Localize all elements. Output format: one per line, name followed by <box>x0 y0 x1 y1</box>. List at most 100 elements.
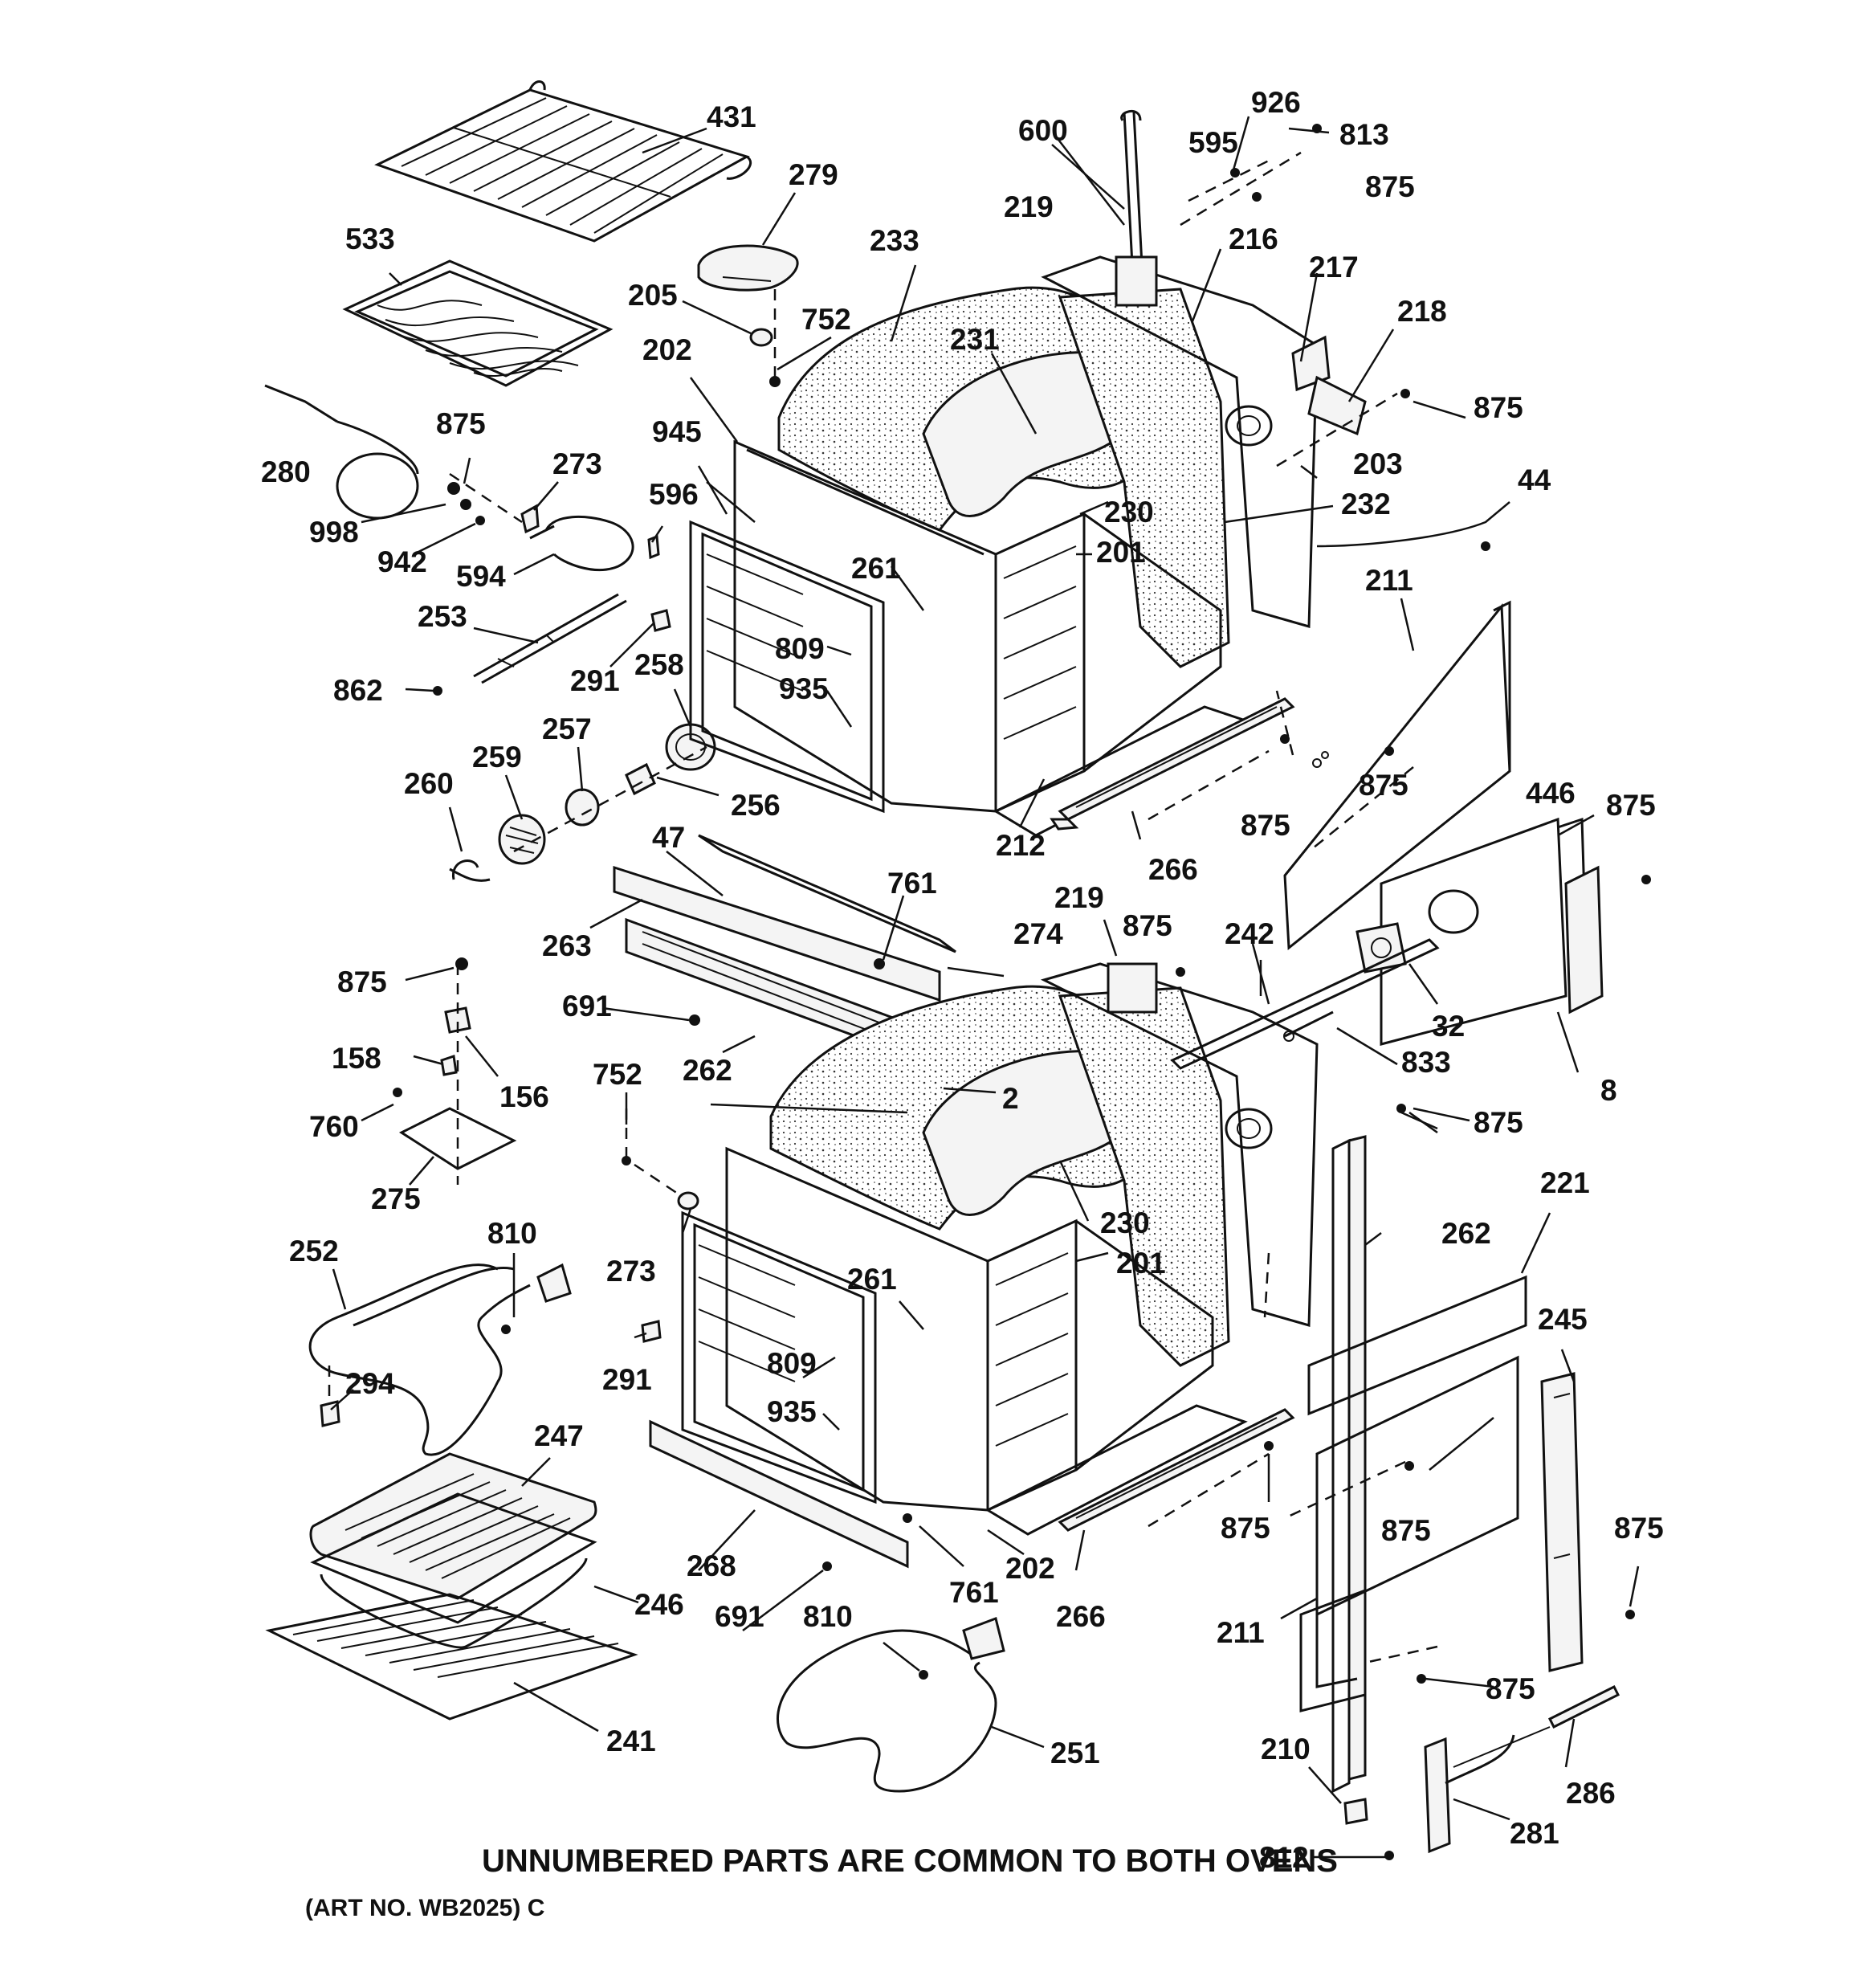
oven-rack-533 <box>342 259 614 387</box>
bracket-8 <box>1564 865 1604 1014</box>
callout-261-upper: 261 <box>851 552 901 585</box>
callout-942: 942 <box>377 545 427 578</box>
callout-256: 256 <box>731 789 781 822</box>
callout-231: 231 <box>950 323 1000 356</box>
trim-245 <box>1540 1372 1584 1672</box>
panel-lower-211b <box>1299 1588 1367 1712</box>
callout-935-lower: 935 <box>767 1395 817 1428</box>
callout-810-upper: 810 <box>487 1217 537 1250</box>
callout-211-upper: 211 <box>1365 564 1413 597</box>
bracket-275 <box>393 1088 517 1170</box>
callout-875-panel: 875 <box>1381 1514 1431 1547</box>
callout-945: 945 <box>652 415 702 448</box>
callout-752-lower: 752 <box>593 1058 642 1091</box>
vent-grille-262-lower <box>1331 1135 1367 1794</box>
callout-875-h: 875 <box>1614 1512 1664 1545</box>
sensor-253 <box>433 593 627 696</box>
callout-262-lower: 262 <box>1441 1217 1491 1250</box>
callout-202-lower: 202 <box>1005 1552 1055 1585</box>
oven-rack-431 <box>374 80 752 243</box>
callout-761-upper: 761 <box>887 867 937 900</box>
callout-263: 263 <box>542 929 592 962</box>
callout-875-e: 875 <box>1606 789 1656 822</box>
orifice-833 <box>1283 1010 1334 1042</box>
callout-998: 998 <box>309 516 359 549</box>
callout-216: 216 <box>1229 222 1278 255</box>
callout-935-upper: 935 <box>779 672 829 705</box>
callout-labels: 431 279 533 205 752 233 231 202 875 273 … <box>261 86 1664 1874</box>
callout-291-upper: 291 <box>570 664 620 697</box>
bracket-210 <box>1343 1798 1368 1825</box>
callout-596: 596 <box>649 478 699 511</box>
oven-rack-241 <box>265 1593 638 1721</box>
upper-oven-cavity <box>689 286 1256 837</box>
lamp-socket-205 <box>749 328 773 347</box>
callout-268: 268 <box>687 1549 736 1582</box>
callout-691-upper: 691 <box>562 990 612 1023</box>
callout-158: 158 <box>332 1042 381 1075</box>
callout-266-lower: 266 <box>1056 1600 1106 1633</box>
callout-219-upper: 219 <box>1004 190 1054 223</box>
lamp-holder-256 <box>625 762 656 796</box>
bracket-273-lower <box>622 1108 699 1210</box>
callout-217: 217 <box>1309 251 1359 284</box>
callout-446: 446 <box>1526 777 1576 810</box>
callout-221: 221 <box>1540 1166 1590 1199</box>
callout-261-lower: 261 <box>847 1263 897 1296</box>
callout-8: 8 <box>1600 1074 1617 1107</box>
callout-266-upper: 266 <box>1148 853 1198 886</box>
trim-268 <box>649 1419 912 1571</box>
callout-2: 2 <box>1002 1082 1019 1115</box>
callout-219-lower: 219 <box>1054 881 1104 914</box>
vent-trim-263 <box>613 865 941 1002</box>
rail-266-lower <box>1058 1408 1295 1532</box>
bracket-218 <box>1307 375 1367 436</box>
callout-810-lower: 810 <box>803 1600 853 1633</box>
broil-element-252 <box>308 1263 572 1456</box>
callout-813: 813 <box>1339 118 1389 151</box>
bracket-assembly-156-158 <box>440 957 471 1185</box>
bracket-291-upper <box>650 609 671 632</box>
callout-595: 595 <box>1188 126 1238 159</box>
spring-286 <box>1453 1684 1620 1768</box>
callout-533: 533 <box>345 222 395 255</box>
burner-242 <box>1170 938 1440 1070</box>
screw-812 <box>1384 1851 1394 1860</box>
callout-833: 833 <box>1401 1046 1451 1079</box>
wire-spring-260 <box>449 859 491 882</box>
callout-47: 47 <box>652 821 685 854</box>
callout-875-right-mid: 875 <box>1474 1106 1523 1139</box>
callout-274: 274 <box>1013 917 1063 950</box>
callout-760: 760 <box>309 1110 359 1143</box>
callout-294: 294 <box>345 1367 395 1400</box>
callout-875-d: 875 <box>1359 769 1408 802</box>
callout-431: 431 <box>707 100 756 133</box>
back-panel-lower <box>1040 962 1319 1327</box>
hinge-281 <box>1424 1734 1515 1854</box>
callout-875-a: 875 <box>1365 170 1415 203</box>
art-number: (ART NO. WB2025) C <box>305 1895 544 1921</box>
callout-233: 233 <box>870 224 919 257</box>
callout-281: 281 <box>1510 1817 1559 1850</box>
callout-252: 252 <box>289 1235 339 1268</box>
callout-875-mid: 875 <box>1123 909 1172 942</box>
fastener-leaders <box>1176 124 1651 1684</box>
callout-286: 286 <box>1566 1777 1616 1810</box>
callout-230-lower: 230 <box>1100 1206 1150 1239</box>
callout-875: 875 <box>436 407 486 440</box>
callout-211-lower: 211 <box>1217 1616 1265 1649</box>
callout-203: 203 <box>1353 447 1403 480</box>
callout-291-lower: 291 <box>602 1363 652 1396</box>
bracket-273-upper <box>447 472 540 534</box>
wire-594 <box>529 515 634 571</box>
callout-926: 926 <box>1251 86 1301 119</box>
callout-875-c: 875 <box>1241 809 1290 842</box>
callout-273: 273 <box>552 447 602 480</box>
callout-251: 251 <box>1050 1737 1100 1770</box>
callout-32: 32 <box>1432 1010 1465 1043</box>
callout-156: 156 <box>499 1080 549 1113</box>
vent-274 <box>698 834 956 953</box>
callout-212: 212 <box>996 829 1046 862</box>
lamp-cover-279 <box>697 244 799 292</box>
callout-809-upper: 809 <box>775 632 825 665</box>
